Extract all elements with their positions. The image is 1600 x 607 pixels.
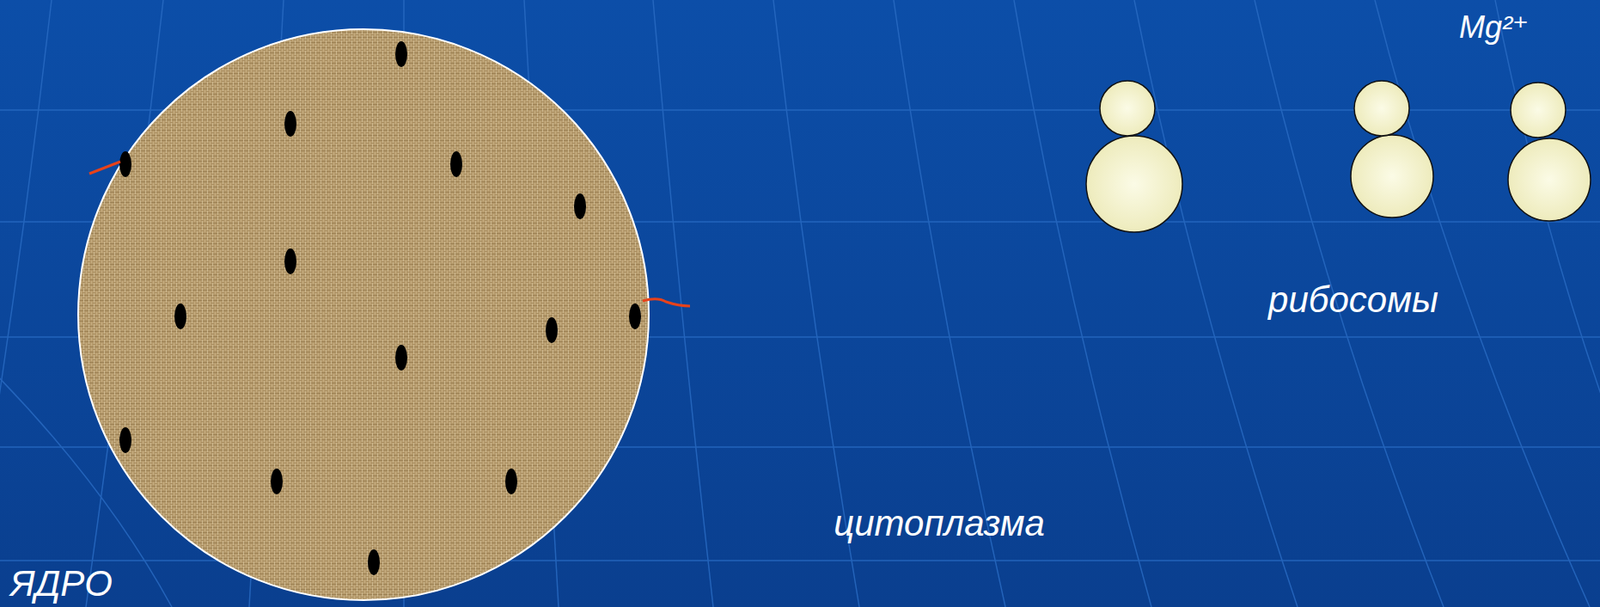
ribosome-small-subunit: [1354, 80, 1410, 136]
ribosome-large-subunit: [1086, 135, 1183, 233]
ribosomes: [1086, 80, 1591, 233]
ion-label: Mg²⁺: [1459, 10, 1529, 45]
ribosome-small-subunit: [1099, 80, 1155, 136]
cytoplasm-label: цитоплазма: [833, 503, 1045, 544]
nucleus-label: ЯДРО: [10, 563, 113, 604]
ribosome-label: рибосомы: [1268, 280, 1439, 320]
ribosome-small-subunit: [1510, 82, 1566, 138]
ribosome-large-subunit: [1508, 138, 1591, 221]
ribosome-large-subunit: [1350, 134, 1434, 218]
nucleus-circle: [78, 29, 649, 600]
mrna-strand: [89, 161, 691, 306]
nuclear-pores: [119, 41, 642, 575]
nucleus: [78, 29, 691, 600]
